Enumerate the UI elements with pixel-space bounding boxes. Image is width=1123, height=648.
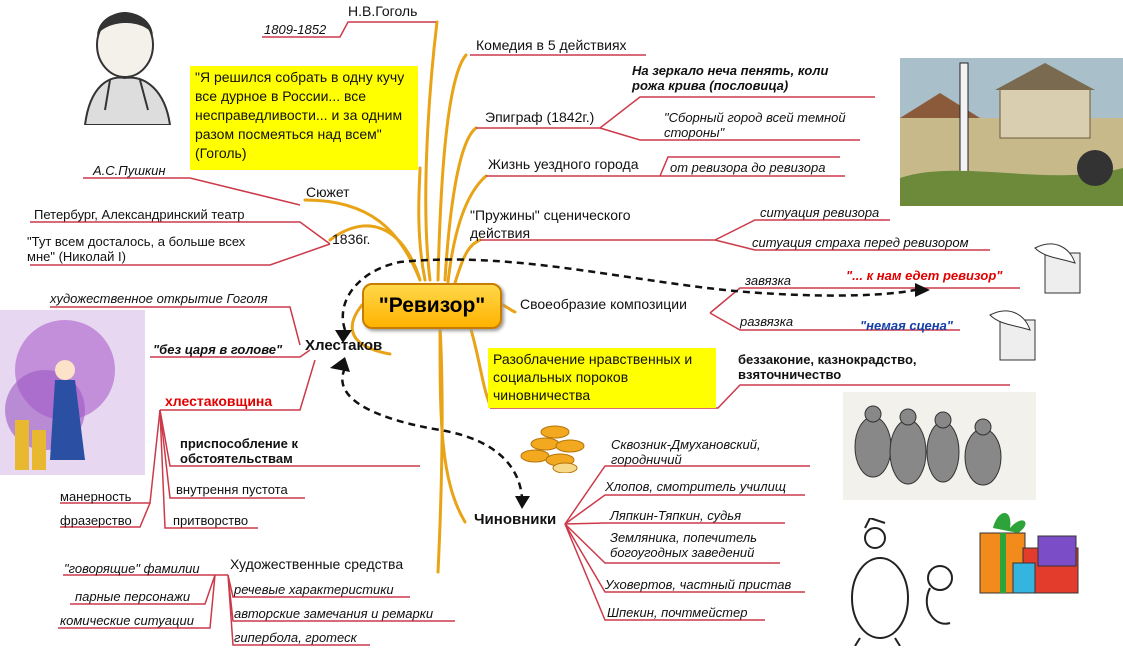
coins-image: [520, 425, 585, 473]
city-quote: "Сборный город всей темной стороны": [664, 110, 846, 140]
feather-scroll-icon-1: [1034, 243, 1081, 294]
gogol-portrait-image: [83, 12, 172, 125]
official-caricature-image: [851, 518, 953, 646]
khlestakov-painting-image: [0, 310, 145, 475]
empty-label: внутрення пустота: [176, 482, 288, 497]
gogol-quote: "Я решился собрать в одну кучу все дурно…: [190, 66, 418, 170]
official-item: Сквозник-Дмухановский, городничий: [611, 437, 761, 467]
officials-drawing-image: [843, 392, 1036, 500]
officials-label[interactable]: Чиновники: [474, 511, 557, 528]
plot-label[interactable]: Сюжет: [306, 184, 350, 200]
rev-to-rev-label: от ревизора до ревизора: [670, 160, 826, 175]
theatre-label: Петербург, Александринский театр: [34, 207, 245, 222]
khlestakov-label[interactable]: Хлестаков: [305, 337, 383, 354]
adapt-label: приспособление к обстоятельствам: [180, 436, 299, 466]
nicholas-quote: "Тут всем досталось, а больше всех мне" …: [27, 234, 246, 264]
silent-scene: "немая сцена": [860, 318, 953, 333]
pushkin-label: А.С.Пушкин: [93, 163, 166, 178]
speaking-names: "говорящие" фамилии: [64, 561, 200, 576]
pretense-label: притворство: [173, 513, 249, 528]
epigraph-label[interactable]: Эпиграф (1842г.): [485, 109, 595, 125]
feather-scroll-icon-2: [989, 310, 1036, 361]
town-life-label[interactable]: Жизнь уездного города: [488, 156, 639, 172]
razvyazka-label: развязка: [740, 314, 794, 329]
official-item: Ляпкин-Тяпкин, судья: [610, 508, 742, 523]
no-tsar-label: "без царя в голове": [153, 342, 283, 357]
paired-characters: парные персонажи: [75, 589, 191, 604]
official-item: Уховертов, частный пристав: [605, 577, 792, 592]
speech-characteristics: речевые характеристики: [234, 582, 394, 597]
situation-revisor: ситуация ревизора: [760, 205, 880, 220]
author-notes: авторские замечания и ремарки: [234, 606, 434, 621]
town-painting-image: [900, 58, 1123, 206]
zavyazka-label: завязка: [745, 273, 791, 288]
proverb-text: На зеркало неча пенять, коли рожа крива …: [632, 63, 829, 93]
exposure-label[interactable]: Разоблачение нравственных и социальных п…: [488, 348, 716, 408]
situation-fear: ситуация страха перед ревизором: [752, 235, 969, 250]
comic-situations: комические ситуации: [60, 613, 194, 628]
phrase-label: фразерство: [60, 513, 132, 528]
official-item: Хлопов, смотритель училищ: [605, 479, 786, 494]
central-topic[interactable]: "Ревизор": [362, 283, 502, 329]
composition-label[interactable]: Своеобразие композиции: [520, 296, 687, 312]
official-item: Шпекин, почтмейстер: [607, 605, 748, 620]
gift-boxes-image: [979, 513, 1079, 594]
means-label[interactable]: Художественные средства: [230, 556, 404, 572]
springs-label[interactable]: "Пружины" сценического действия: [470, 207, 631, 241]
zavyazka-quote: "... к нам едет ревизор": [846, 268, 1003, 283]
hyperbole-grotesque: гипербола, гротеск: [234, 630, 357, 645]
comedy-label[interactable]: Комедия в 5 действиях: [476, 37, 627, 53]
year-1836-label[interactable]: 1836г.: [332, 231, 371, 247]
author-years: 1809-1852: [264, 22, 327, 37]
khlestakovshchina-label[interactable]: хлестаковщина: [165, 393, 273, 409]
manner-label: манерность: [60, 489, 132, 504]
vices-text: беззаконие, казнокрадство, взяточничеств…: [738, 352, 917, 382]
discovery-label: художественное открытие Гоголя: [50, 291, 268, 306]
official-item: Земляника, попечитель богоугодных заведе…: [610, 530, 758, 560]
author-name[interactable]: Н.В.Гоголь: [348, 3, 418, 19]
